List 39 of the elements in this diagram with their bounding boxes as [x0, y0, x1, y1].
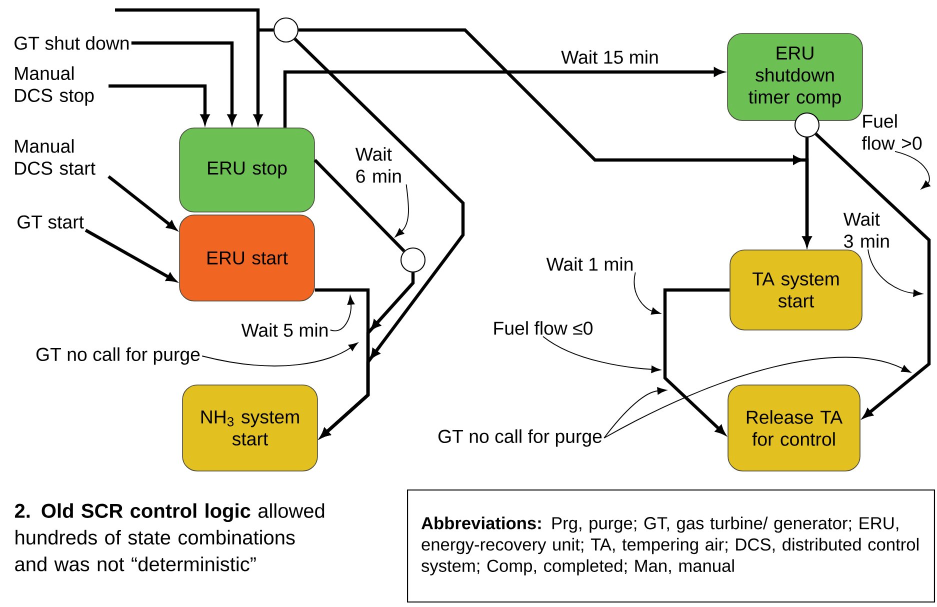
flow-arrow	[814, 132, 931, 418]
flow-arrow	[294, 38, 465, 438]
state-box: NH$_{3}$ system start	[182, 384, 318, 472]
flow-arrow	[663, 288, 730, 435]
leader-arrow	[542, 336, 661, 373]
flow-line	[258, 28, 274, 32]
leader-arrow	[202, 342, 358, 366]
condition-label: GT no call for purge	[438, 429, 602, 447]
condition-label: Wait 1 min	[546, 257, 633, 271]
abbreviations-box: Abbreviations: Prg, purge; GT, gas turbine/ generator; ERU, energy-recovery unit; TA, tempering air; DCS, distributed control system; Comp, completed; Man, manual	[407, 489, 936, 603]
input-label: GT start	[18, 215, 84, 229]
leader-arrow	[868, 248, 923, 297]
figure-caption: 2. Old SCR control logic allowed hundreds of state combinations and was not “deterministic”	[14, 503, 324, 572]
state-box: TA system start	[730, 250, 862, 330]
leader-arrow	[634, 272, 661, 315]
flow-arrow	[108, 175, 176, 230]
condition-label: GT no call for purge	[36, 347, 200, 365]
leader-arrow	[604, 387, 667, 438]
state-box: Release TA for control	[728, 384, 860, 472]
edge-label: Wait 15 min	[560, 48, 660, 66]
input-label: GT shut down	[14, 36, 129, 50]
condition-label: Wait 5 min	[241, 323, 328, 337]
state-box: ERU stop	[179, 128, 315, 212]
leader-arrow	[604, 356, 911, 438]
junction-circle	[400, 247, 426, 273]
junction-circle	[273, 17, 299, 43]
leader-arrow	[394, 184, 409, 238]
condition-label: Fuel flow >0	[862, 114, 922, 150]
leader-arrow	[894, 150, 930, 190]
flow-line	[314, 158, 406, 252]
input-label: Manual DCS stop	[15, 66, 94, 106]
leader-arrow	[330, 295, 355, 332]
condition-label: Fuel flow ≤0	[494, 321, 593, 335]
state-box: ERU shutdown timer comp	[727, 33, 863, 121]
state-box: ERU start	[179, 214, 315, 302]
junction-circle	[794, 112, 820, 138]
condition-label: Wait 6 min	[355, 147, 401, 183]
condition-label: Wait 3 min	[843, 212, 889, 248]
input-label: Manual DCS start	[15, 139, 96, 175]
